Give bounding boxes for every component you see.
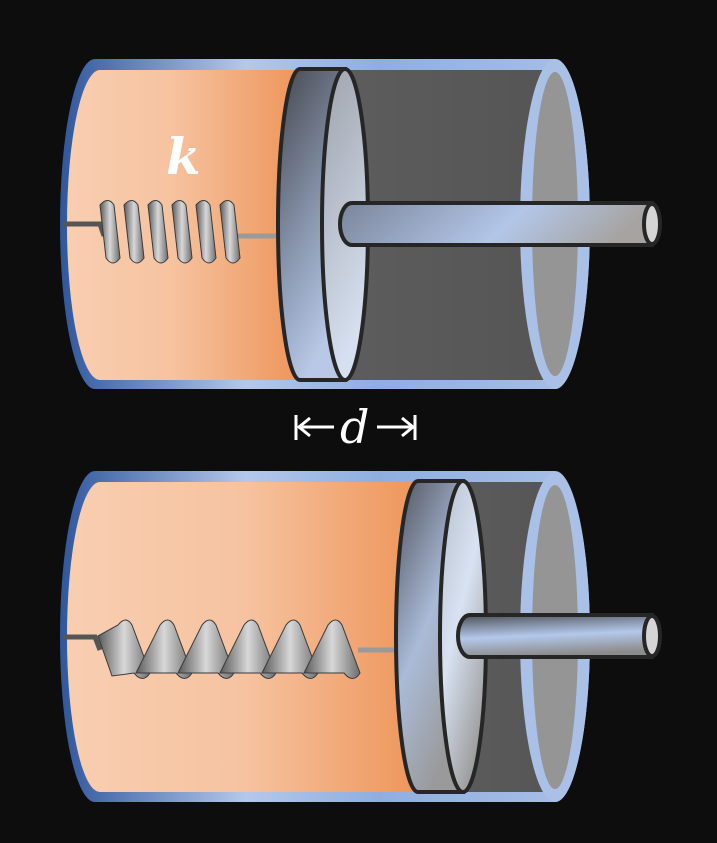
bottom-cylinder: [59, 471, 662, 802]
top-cylinder: [60, 59, 662, 389]
spring-extended: [64, 619, 398, 679]
displacement-label: d: [340, 400, 370, 454]
spring-compressed: [64, 200, 276, 264]
spring-constant-label: k: [166, 127, 201, 186]
piston-rod-bottom: [456, 613, 662, 659]
piston-rod-top: [338, 201, 662, 247]
displacement-arrows: [294, 415, 417, 440]
